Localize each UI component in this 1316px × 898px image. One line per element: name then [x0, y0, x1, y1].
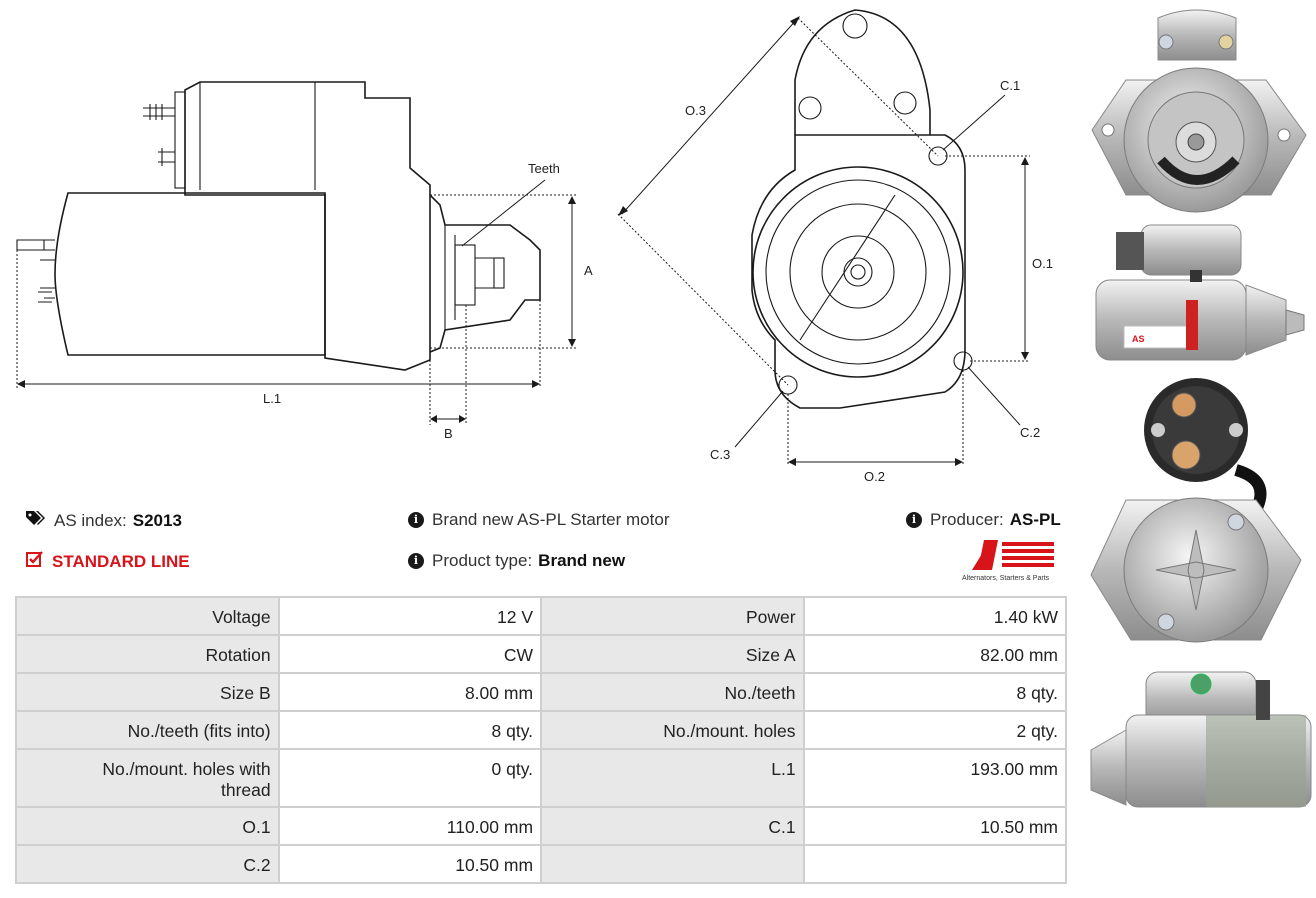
- dim-b-label: B: [444, 426, 453, 441]
- checkbox-icon: [26, 551, 44, 572]
- product-type-label: Product type:: [432, 551, 533, 570]
- product-type: i Product type: Brand new: [408, 551, 625, 571]
- dim-o3-label: O.3: [685, 103, 706, 118]
- as-index: AS index: S2013: [26, 510, 182, 531]
- table-row: C.2 10.50 mm: [17, 846, 1065, 882]
- spec-key: Power: [745, 607, 796, 627]
- spec-key: Rotation: [205, 645, 271, 665]
- dim-o1-label: O.1: [1032, 256, 1053, 271]
- spec-key: L.1: [771, 759, 796, 779]
- table-row: No./mount. holes with thread 0 qty. L.1 …: [17, 750, 1065, 806]
- tags-icon: [26, 510, 46, 531]
- product-type-value: Brand new: [538, 551, 626, 570]
- photo-front-view: [1091, 9, 1307, 213]
- spec-key: No./mount. holes: [663, 721, 796, 741]
- spec-value: 10.50 mm: [455, 855, 534, 875]
- description-text: Brand new AS-PL Starter motor: [432, 510, 670, 529]
- dim-c1-label: C.1: [1000, 78, 1020, 93]
- info-icon: i: [906, 512, 922, 528]
- product-photos: AS: [1086, 0, 1316, 898]
- producer-label: Producer:: [930, 510, 1004, 529]
- technical-drawings: Teeth A L.1 B O.1: [0, 0, 1080, 490]
- table-row: Voltage 12 V Power 1.40 kW: [17, 598, 1065, 634]
- product-description: i Brand new AS-PL Starter motor: [408, 510, 669, 530]
- spec-key: C.2: [243, 855, 271, 875]
- teeth-label: Teeth: [528, 161, 560, 176]
- spec-value: [812, 846, 1058, 855]
- dim-l1-label: L.1: [263, 391, 281, 406]
- spec-value: 10.50 mm: [980, 817, 1058, 837]
- product-line-label: STANDARD LINE: [52, 551, 190, 571]
- photo-angle-view: [1090, 671, 1312, 808]
- spec-key: No./mount. holes with thread: [102, 759, 271, 800]
- producer-value: AS-PL: [1009, 510, 1061, 529]
- info-icon: i: [408, 553, 424, 569]
- table-row: Rotation CW Size A 82.00 mm: [17, 636, 1065, 672]
- spec-value: 2 qty.: [1016, 721, 1058, 741]
- spec-value: CW: [503, 645, 534, 665]
- spec-key: No./teeth (fits into): [127, 721, 271, 741]
- svg-text:AS: AS: [1132, 334, 1145, 344]
- spec-key: O.1: [242, 817, 271, 837]
- spec-value: 8 qty.: [1016, 683, 1058, 703]
- dim-c2-label: C.2: [1020, 425, 1040, 440]
- table-row: No./teeth (fits into) 8 qty. No./mount. …: [17, 712, 1065, 748]
- specifications-table: Voltage 12 V Power 1.40 kW Rotation CW S…: [15, 596, 1067, 884]
- table-row: Size B 8.00 mm No./teeth 8 qty.: [17, 674, 1065, 710]
- table-row: O.1 110.00 mm C.1 10.50 mm: [17, 808, 1065, 844]
- spec-key: No./teeth: [724, 683, 796, 703]
- as-index-label: AS index:: [54, 510, 127, 530]
- spec-value: 1.40 kW: [993, 607, 1058, 627]
- spec-key: [549, 846, 796, 855]
- side-view-drawing: Teeth A L.1 B: [16, 81, 593, 441]
- dim-o2-label: O.2: [864, 469, 885, 484]
- spec-value: 193.00 mm: [970, 759, 1058, 779]
- spec-value: 110.00 mm: [446, 817, 534, 837]
- spec-value: 8 qty.: [491, 721, 534, 741]
- as-index-value: S2013: [132, 510, 182, 530]
- info-icon: i: [408, 512, 424, 528]
- spec-value: 82.00 mm: [980, 645, 1058, 665]
- product-line: STANDARD LINE: [26, 551, 190, 572]
- spec-key: C.1: [768, 817, 796, 837]
- as-pl-logo: Alternators, Starters & Parts: [962, 540, 1068, 582]
- dim-c3-label: C.3: [710, 447, 730, 462]
- spec-value: 0 qty.: [491, 759, 534, 779]
- logo-tagline: Alternators, Starters & Parts: [962, 575, 1050, 582]
- spec-key: Voltage: [212, 607, 271, 627]
- spec-value: 8.00 mm: [464, 683, 534, 703]
- spec-key: Size B: [220, 683, 271, 703]
- photo-rear-view: [1090, 378, 1302, 643]
- spec-key: Size A: [745, 645, 796, 665]
- spec-value: 12 V: [497, 607, 534, 627]
- producer: i Producer: AS-PL: [906, 510, 1061, 530]
- photo-side-view: AS: [1095, 224, 1305, 361]
- dim-a-label: A: [584, 263, 593, 278]
- end-view-drawing: O.1 O.2 O.3 C.1 C.2 C.3: [617, 9, 1053, 484]
